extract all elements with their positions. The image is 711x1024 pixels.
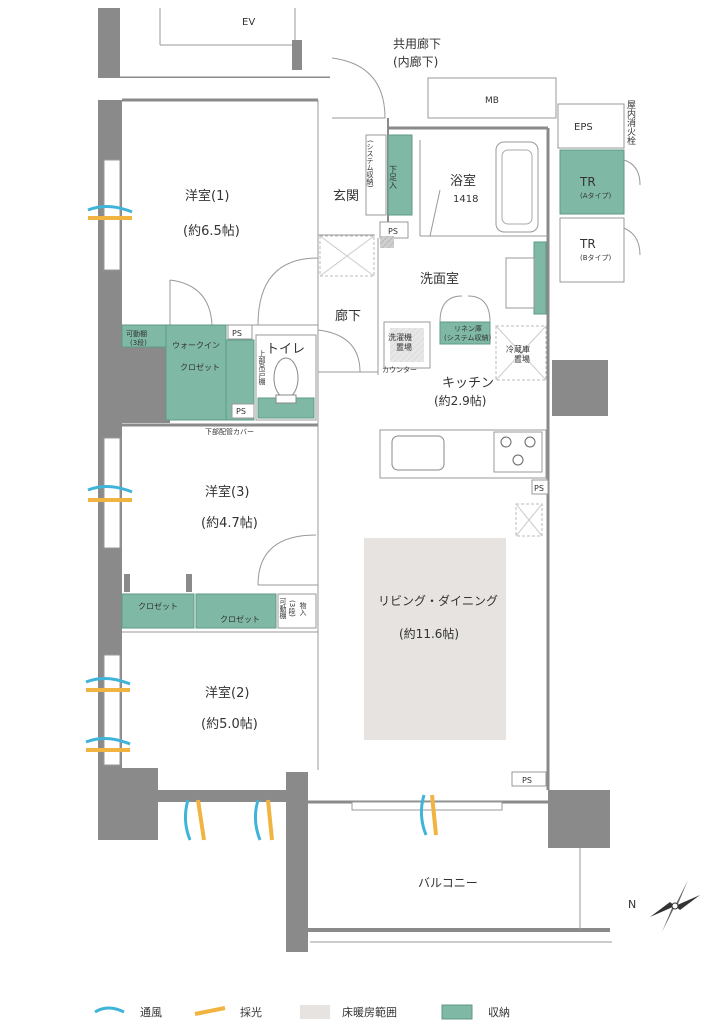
- living-dining: リビング・ダイニング (約11.6帖) PS: [364, 538, 547, 787]
- movable-shelf-sub-label: (3段): [130, 338, 147, 347]
- mb-area: MB: [427, 77, 557, 119]
- kitchen: 冷蔵庫 置場 キッチン (約2.9帖) PS: [379, 325, 549, 537]
- lower-pipe-label: 下部配管カバー: [205, 427, 254, 436]
- linen-sub-label: (システム収納): [444, 333, 492, 342]
- movable-shelf-label: 可動棚: [126, 329, 147, 338]
- walk-in-closet-label: クロゼット: [180, 362, 220, 372]
- tr-b-label: TR: [579, 237, 596, 251]
- ps-label-2: PS: [236, 407, 246, 416]
- storage-legend-swatch: [441, 1004, 473, 1020]
- floor-heating-legend-swatch: [300, 1005, 330, 1019]
- tr-b: TR (Bタイプ): [559, 217, 641, 283]
- floor-heating-area: [364, 538, 506, 740]
- room-2-name: 洋室(2): [205, 685, 249, 701]
- ps-label-3: PS: [388, 227, 398, 236]
- closet-a-label: クロゼット: [138, 601, 178, 611]
- living-label: リビング・ダイニング: [378, 593, 498, 608]
- room-1-name: 洋室(1): [185, 188, 229, 204]
- tr-a-sub-label: (Aタイプ): [580, 191, 612, 200]
- ps-label-1: PS: [232, 329, 242, 338]
- balcony: バルコニー: [308, 801, 612, 943]
- living-size-label: (約11.6帖): [399, 626, 459, 641]
- kitchen-size-label: (約2.9帖): [434, 393, 486, 408]
- shoe-storage-label: 下足入: [389, 165, 398, 189]
- legend-wind: 通風: [140, 1006, 162, 1019]
- entrance-label: 玄関: [333, 189, 359, 204]
- legend-storage: 収納: [488, 1006, 510, 1019]
- movable-store-label: 可動棚: [279, 598, 287, 620]
- tr-b-sub-label: (Bタイプ): [580, 253, 612, 262]
- compass-icon: N: [628, 880, 700, 932]
- washer-sub-label: 置場: [396, 342, 412, 352]
- ev-label: EV: [242, 17, 255, 28]
- ps-label-5: PS: [522, 776, 532, 785]
- tr-a: TR (Aタイプ): [559, 149, 641, 215]
- walk-in-closet: 可動棚 (3段) ウォークイン クロゼット PS PS: [121, 324, 255, 421]
- toilet-shelf-label: 上部吊戸棚: [258, 349, 266, 386]
- ev-area: EV: [98, 8, 330, 80]
- legend-light: 採光: [240, 1005, 262, 1019]
- fridge-sub-label: 置場: [514, 354, 530, 364]
- toilet-label: トイレ: [266, 342, 305, 357]
- room-3: 洋室(3) (約4.7帖): [122, 423, 319, 770]
- mb-label: MB: [485, 96, 499, 106]
- corridor-label: 共用廊下: [393, 36, 441, 51]
- light-legend-icon: [194, 1006, 226, 1016]
- room-3-size: (約4.7帖): [201, 516, 258, 531]
- bath-size-label: 1418: [453, 194, 478, 205]
- bathroom: 浴室 1418: [419, 140, 548, 237]
- walk-in-label: ウォークイン: [172, 341, 220, 350]
- kitchen-label: キッチン: [442, 376, 494, 391]
- toilet-room: トイレ 上部吊戸棚 下部配管カバー: [205, 334, 317, 436]
- north-label: N: [628, 898, 636, 911]
- entrance: 玄関 (システム収納) 下足入 PS: [318, 57, 413, 239]
- room-1-size: (約6.5帖): [183, 224, 240, 239]
- left-windows: [103, 159, 121, 766]
- ps-label-4: PS: [534, 484, 544, 493]
- balcony-label: バルコニー: [418, 876, 478, 890]
- system-storage-label: (システム収納): [366, 140, 374, 188]
- washroom-label: 洗面室: [420, 271, 459, 287]
- fridge-label: 冷蔵庫: [506, 344, 530, 354]
- closet-b-label: クロゼット: [220, 614, 260, 624]
- legend: 通風 採光 床暖房範囲 収納: [94, 1004, 510, 1020]
- linen-label: リネン庫: [454, 324, 482, 333]
- washroom: 洗面室 洗濯機 置場 カウンター リネン庫 (システム収納): [377, 236, 547, 375]
- legend-floor-heating: 床暖房範囲: [342, 1005, 397, 1019]
- room-3-name: 洋室(3): [205, 484, 249, 500]
- tr-a-label: TR: [579, 175, 596, 189]
- hallway: 廊下: [257, 235, 378, 373]
- counter-label: カウンター: [382, 365, 417, 374]
- movable-store-sub-label: (3段): [288, 600, 296, 617]
- room-2-size: (約5.0帖): [201, 717, 258, 732]
- eps-label: EPS: [574, 122, 593, 133]
- bath-label: 浴室: [450, 173, 476, 189]
- washer-label: 洗濯機: [388, 332, 412, 342]
- hydrant-label: 屋内消火栓: [625, 100, 636, 146]
- corridor-sub-label: (内廊下): [393, 54, 438, 69]
- wind-light-indicators: [85, 205, 438, 841]
- room-2: 洋室(2) (約5.0帖): [122, 631, 319, 770]
- eps-area: EPS 屋内消火栓: [557, 100, 636, 149]
- wind-legend-icon: [94, 1006, 125, 1014]
- movable-store-2-label: 物入: [299, 601, 307, 616]
- hallway-label: 廊下: [335, 308, 361, 324]
- closets-middle: クロゼット クロゼット 可動棚 物入 (3段): [121, 574, 317, 629]
